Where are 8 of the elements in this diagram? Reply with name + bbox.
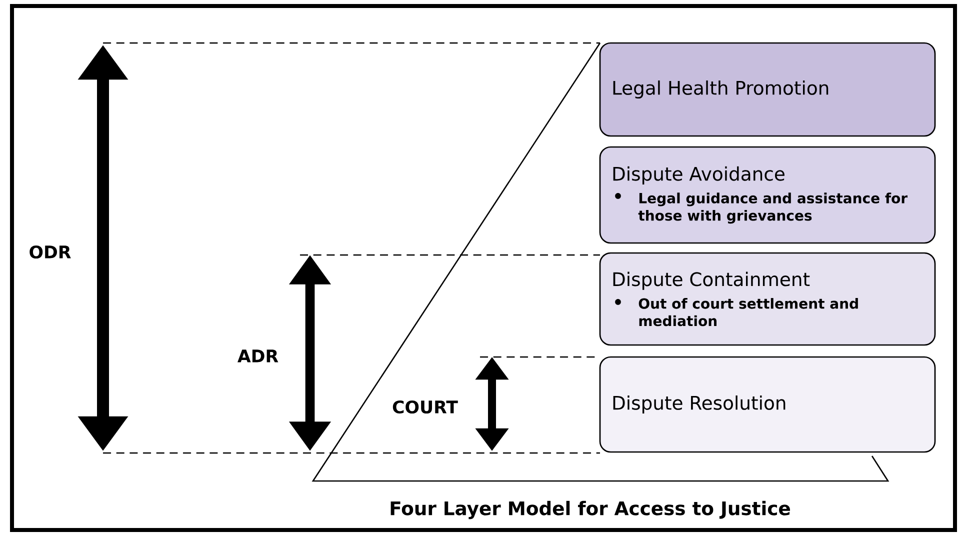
layer-box: Dispute Avoidance Legal guidance and assistance for those with grievances — [599, 146, 936, 244]
range-label: COURT — [392, 400, 458, 414]
range-label: ODR — [30, 245, 71, 259]
caption: Four Layer Model for Access to Justice — [390, 500, 790, 520]
range-label: ADR — [238, 350, 278, 362]
layer-box: Legal Health Promotion — [599, 42, 936, 137]
layer-box: Dispute Resolution — [599, 356, 936, 453]
layer-box: Dispute Containment Out of court settlement and mediation — [599, 252, 936, 346]
